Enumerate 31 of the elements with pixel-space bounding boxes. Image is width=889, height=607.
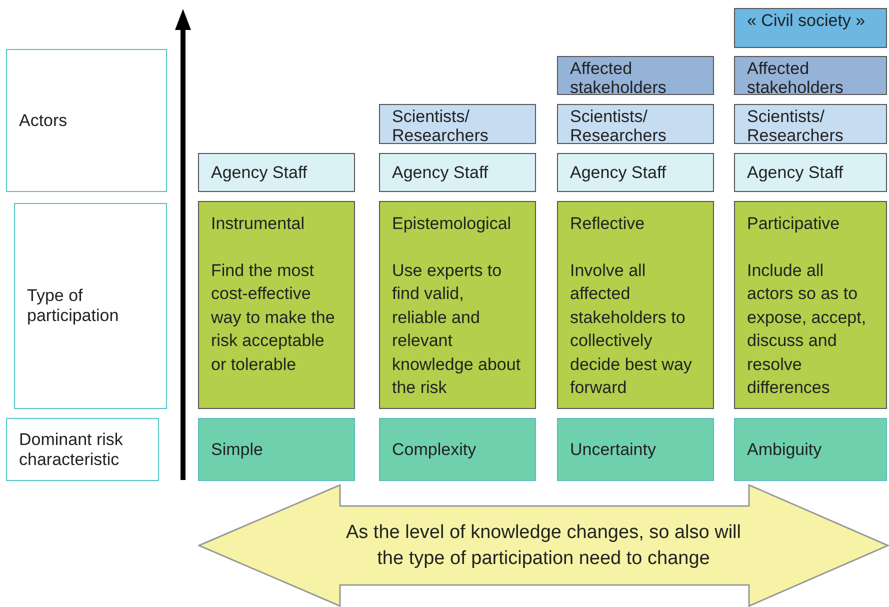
participation-type: Epistemological: [392, 213, 512, 235]
role-box: Scientists/ Researchers: [379, 104, 536, 144]
role-box: Affected stakeholders: [557, 56, 714, 95]
participation-description: Use experts to find valid, reliable and relevant knowledge about the risk: [392, 260, 522, 399]
participation-description: Involve all affected stakeholders to collectively decide best way forward: [570, 260, 693, 399]
arrow-caption: As the level of knowledge changes, so also will the type of participation need to change: [344, 521, 742, 571]
participation-type: Reflective: [570, 213, 646, 235]
role-box: Scientists/ Researchers: [557, 104, 714, 144]
role-box: « Civil society »: [734, 8, 887, 48]
risk-box: Uncertainty: [557, 418, 714, 481]
row-header: Type of participation: [14, 203, 167, 409]
participation-description: Include all actors so as to expose, accept, discuss and resolve differences: [747, 260, 868, 399]
role-box: Agency Staff: [198, 153, 355, 192]
participation-box: [734, 201, 887, 409]
row-header: Dominant risk characteristic: [6, 418, 159, 481]
participation-box: [379, 201, 536, 409]
risk-box: Ambiguity: [734, 418, 887, 481]
risk-box: Simple: [198, 418, 355, 481]
participation-box: [198, 201, 355, 409]
role-box: Agency Staff: [557, 153, 714, 192]
double-arrow: [198, 484, 889, 607]
role-box: Affected stakeholders: [734, 56, 887, 95]
role-box: Agency Staff: [379, 153, 536, 192]
row-header: Actors: [6, 49, 167, 192]
role-box: Scientists/ Researchers: [734, 104, 887, 144]
participation-description: Find the most cost-effective way to make the risk acceptable or tolerable: [211, 260, 336, 376]
participation-type: Participative: [747, 213, 841, 235]
participation-box: [557, 201, 714, 409]
participation-type: Instrumental: [211, 213, 306, 235]
risk-box: Complexity: [379, 418, 536, 481]
role-box: Agency Staff: [734, 153, 887, 192]
